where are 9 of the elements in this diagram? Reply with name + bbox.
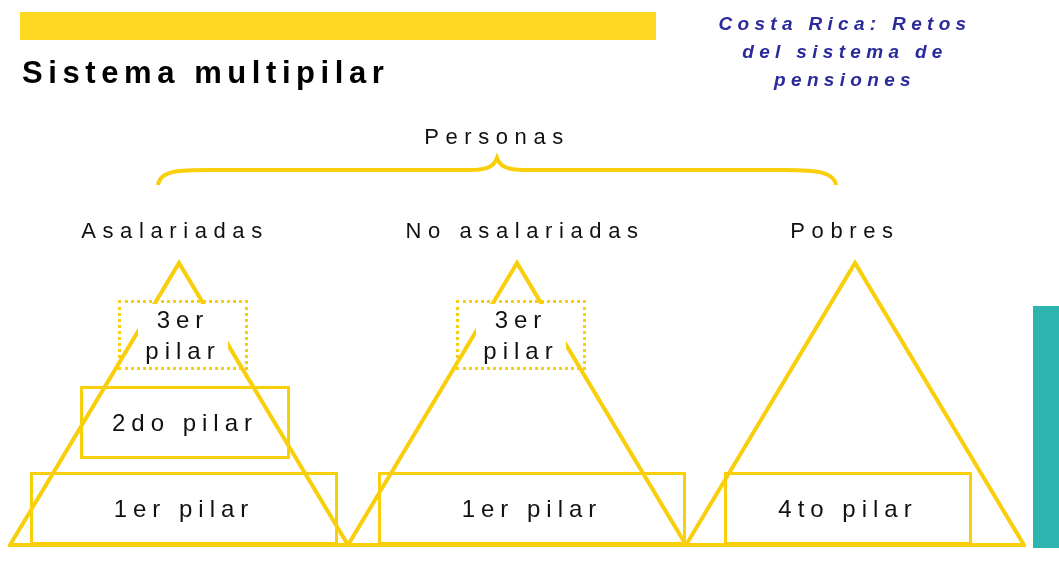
- subtitle: Costa Rica: Retos del sistema de pensiones: [717, 12, 973, 92]
- pillar-label: 3er pilar: [138, 304, 228, 366]
- column-heading: Asalariadas: [81, 217, 269, 245]
- column-heading: No asalariadas: [405, 217, 645, 245]
- group-heading: Personas: [423, 123, 571, 151]
- pillar-label: 3er pilar: [476, 304, 566, 366]
- title: Sistema multipilar: [22, 54, 390, 92]
- side-bar: [1033, 306, 1059, 548]
- column-heading: Pobres: [790, 217, 900, 245]
